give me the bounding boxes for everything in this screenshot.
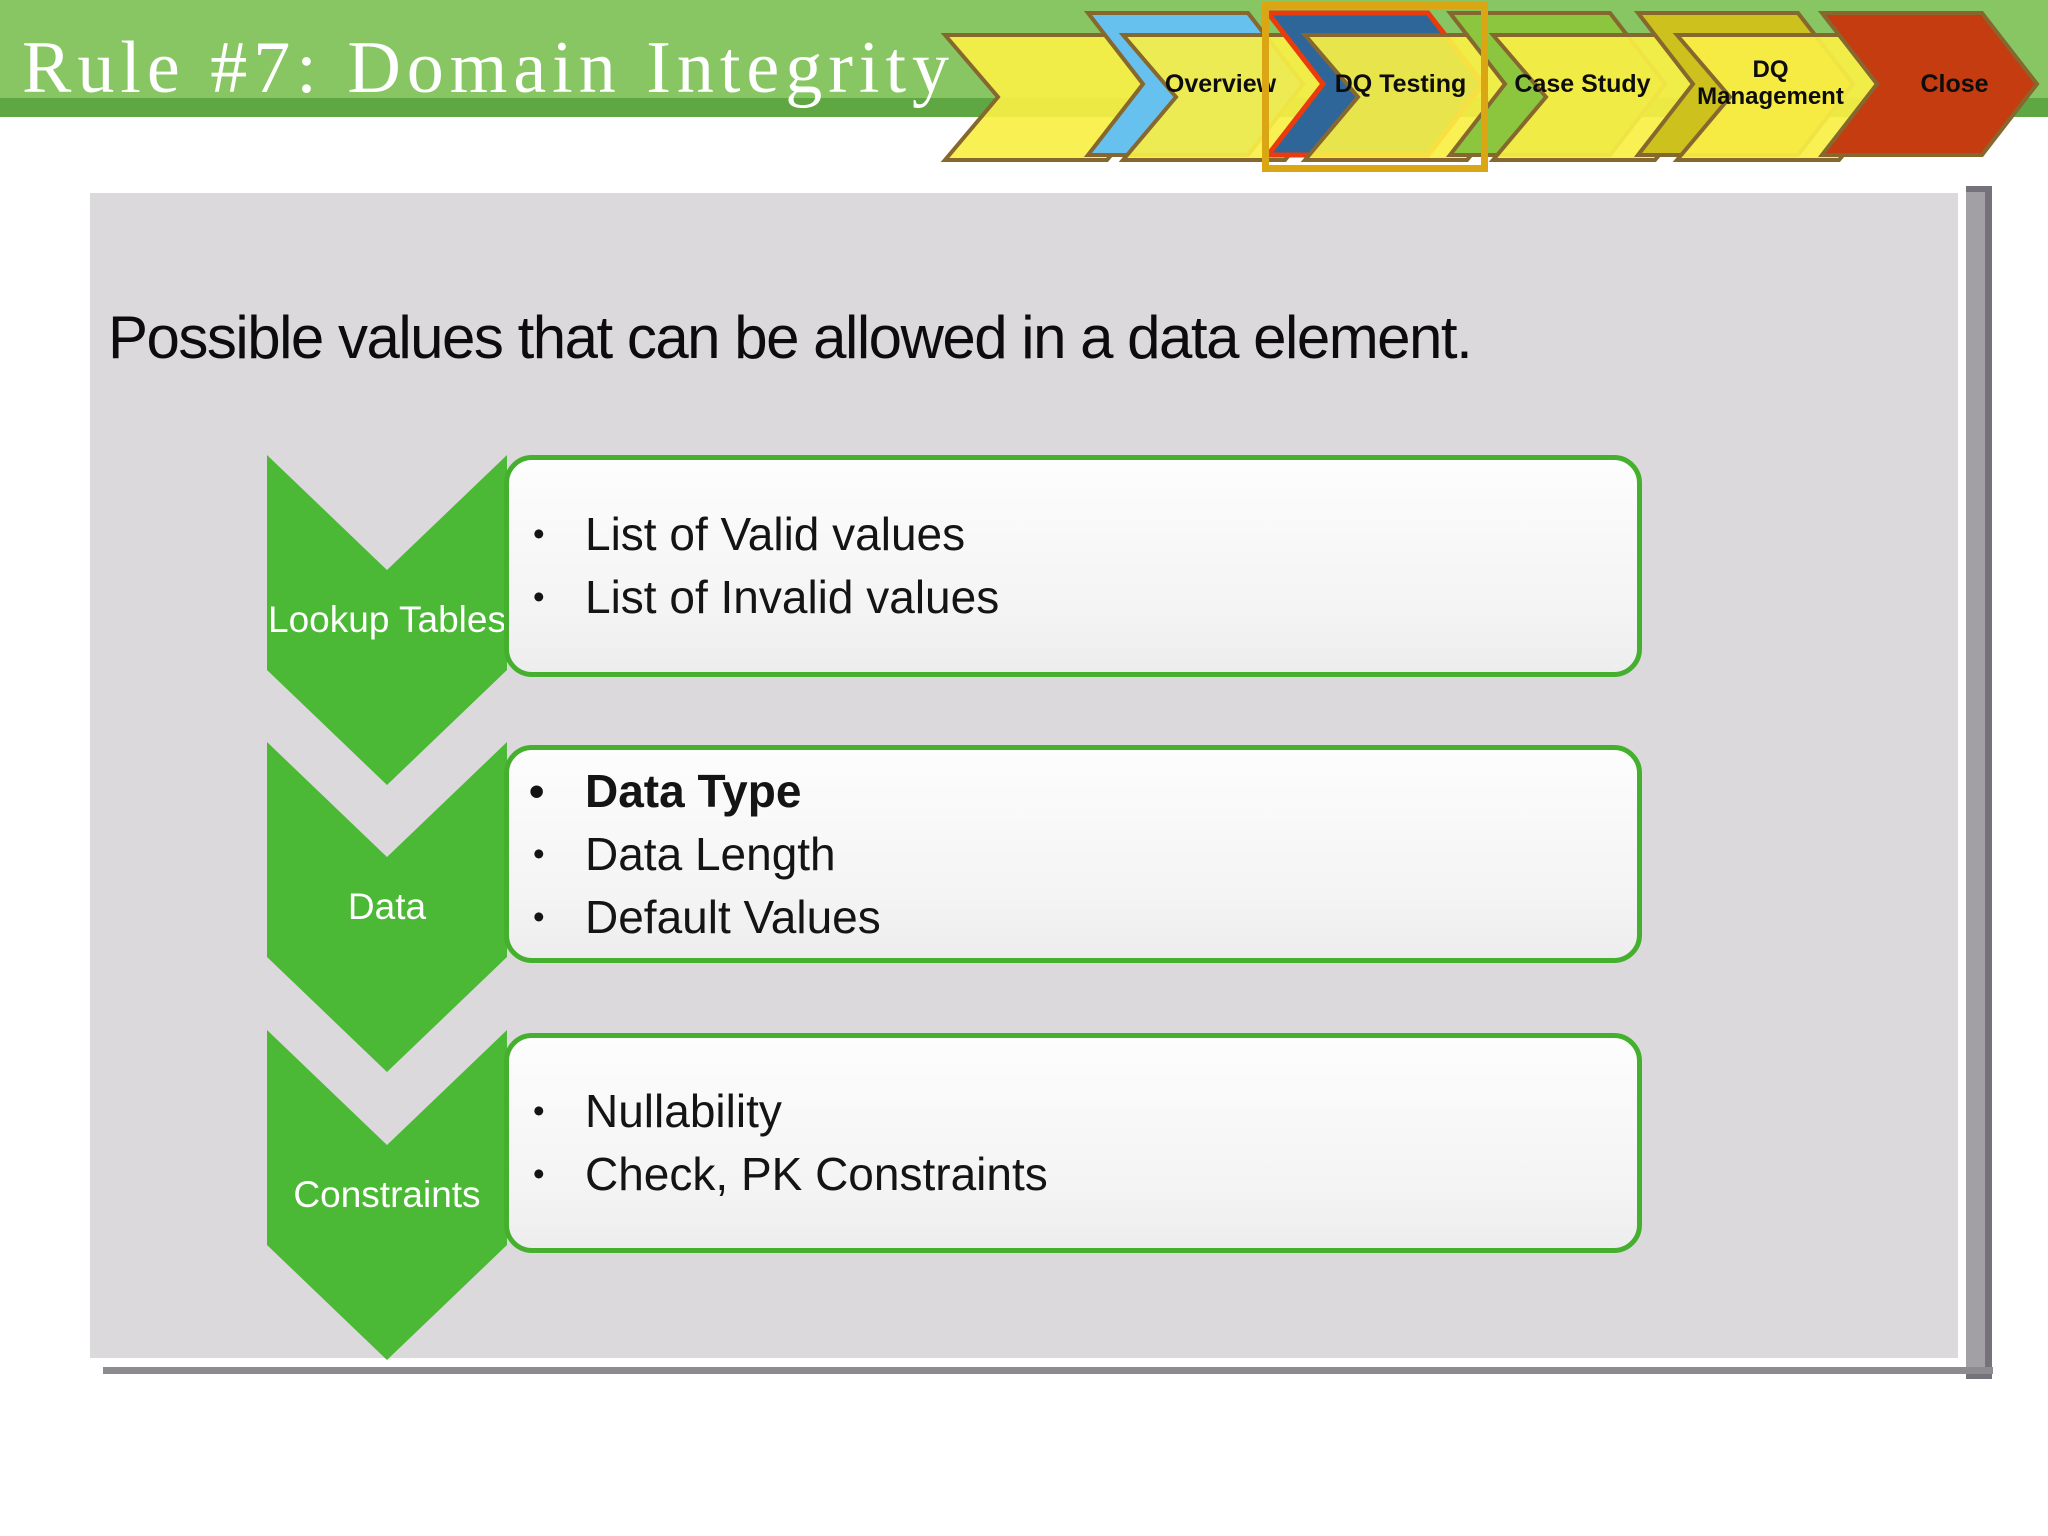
nav-label-dq-management[interactable]: DQ Management bbox=[1697, 56, 1844, 110]
bullet-list: Data Type Data Length Default Values bbox=[523, 760, 1637, 949]
bullet-box-data: Data Type Data Length Default Values bbox=[504, 745, 1642, 963]
nav-label-dq-testing[interactable]: DQ Testing bbox=[1334, 70, 1467, 98]
active-step-highlight-box bbox=[1262, 2, 1488, 172]
list-item: Default Values bbox=[523, 886, 1637, 949]
nav-label-close[interactable]: Close bbox=[1920, 70, 1989, 98]
list-item: Check, PK Constraints bbox=[523, 1143, 1637, 1206]
list-item: List of Invalid values bbox=[523, 566, 1637, 629]
list-item: Nullability bbox=[523, 1080, 1637, 1143]
nav-ribbon: Overview DQ Testing Case Study DQ Manage… bbox=[0, 0, 2048, 200]
bullet-list: Nullability Check, PK Constraints bbox=[523, 1080, 1637, 1206]
nav-label-case-study[interactable]: Case Study bbox=[1514, 70, 1651, 98]
chevron-lookup-tables-icon bbox=[267, 455, 507, 785]
list-item: List of Valid values bbox=[523, 503, 1637, 566]
intro-text: Possible values that can be allowed in a… bbox=[108, 304, 1473, 371]
chevron-constraints-icon bbox=[267, 1030, 507, 1360]
chevron-label-lookup-tables: Lookup Tables bbox=[268, 599, 506, 641]
list-item: Data Type bbox=[523, 760, 1637, 823]
bullet-box-lookup-tables: List of Valid values List of Invalid val… bbox=[504, 455, 1642, 677]
bullet-box-constraints: Nullability Check, PK Constraints bbox=[504, 1033, 1642, 1253]
nav-label-overview[interactable]: Overview bbox=[1164, 70, 1277, 98]
panel-shadow-bottom bbox=[103, 1367, 1993, 1374]
page-title: Rule #7: Domain Integrity bbox=[22, 27, 956, 109]
bullet-list: List of Valid values List of Invalid val… bbox=[523, 503, 1637, 629]
chevron-label-data: Data bbox=[347, 886, 427, 928]
panel-shadow-right bbox=[1966, 186, 1992, 1379]
list-item: Data Length bbox=[523, 823, 1637, 886]
nav-arrow-close[interactable] bbox=[1817, 11, 2040, 157]
chevron-label-constraints: Constraints bbox=[293, 1174, 481, 1216]
chevron-data-icon bbox=[267, 742, 507, 1072]
